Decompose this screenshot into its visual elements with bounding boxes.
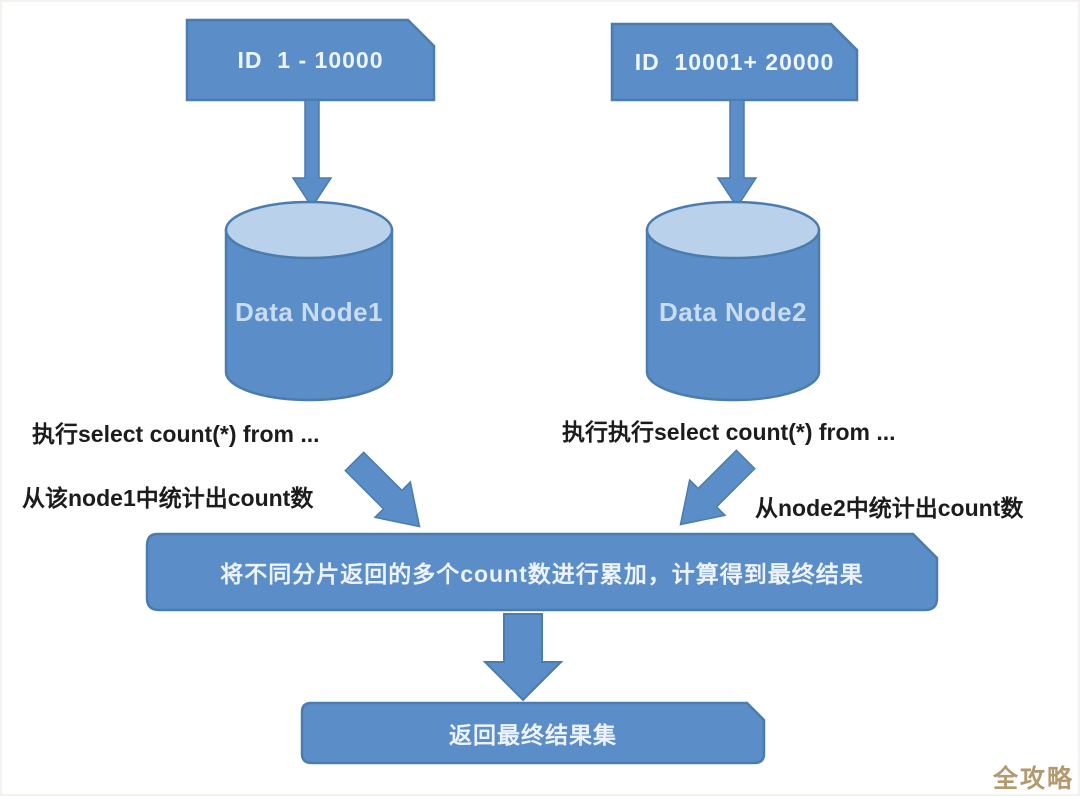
data-node2-label: Data Node2 [658, 296, 808, 327]
exec-note-left: 执行select count(*) from ... [32, 421, 320, 447]
count-note-right: 从node2中统计出count数 [755, 495, 1024, 521]
merge-box-label: 将不同分片返回的多个count数进行累加，计算得到最终结果 [220, 561, 864, 587]
arrow-diagonal-left-icon [344, 451, 421, 528]
arrow-down-left-icon [291, 99, 333, 209]
watermark: 全攻略 [992, 765, 1074, 793]
merge-box-shape [145, 532, 939, 612]
arrow-down-right-icon [716, 99, 758, 209]
exec-note-right: 执行执行select count(*) from ... [562, 419, 896, 445]
count-note-left: 从该node1中统计出count数 [22, 485, 314, 511]
arrow-diagonal-right-icon [679, 449, 756, 526]
id-range-2-label: ID 10001+ 20000 [634, 48, 835, 75]
arrow-down-center-icon [482, 613, 564, 702]
data-node1-label: Data Node1 [234, 296, 384, 327]
result-box-label: 返回最终结果集 [449, 722, 617, 748]
data-node1-cylinder [224, 200, 394, 402]
id-range-1-shape [185, 18, 436, 102]
id-range-2-shape [610, 22, 859, 102]
id-range-1-label: ID 1 - 10000 [237, 46, 384, 73]
result-box-shape [300, 701, 766, 765]
data-node2-cylinder [645, 200, 821, 402]
